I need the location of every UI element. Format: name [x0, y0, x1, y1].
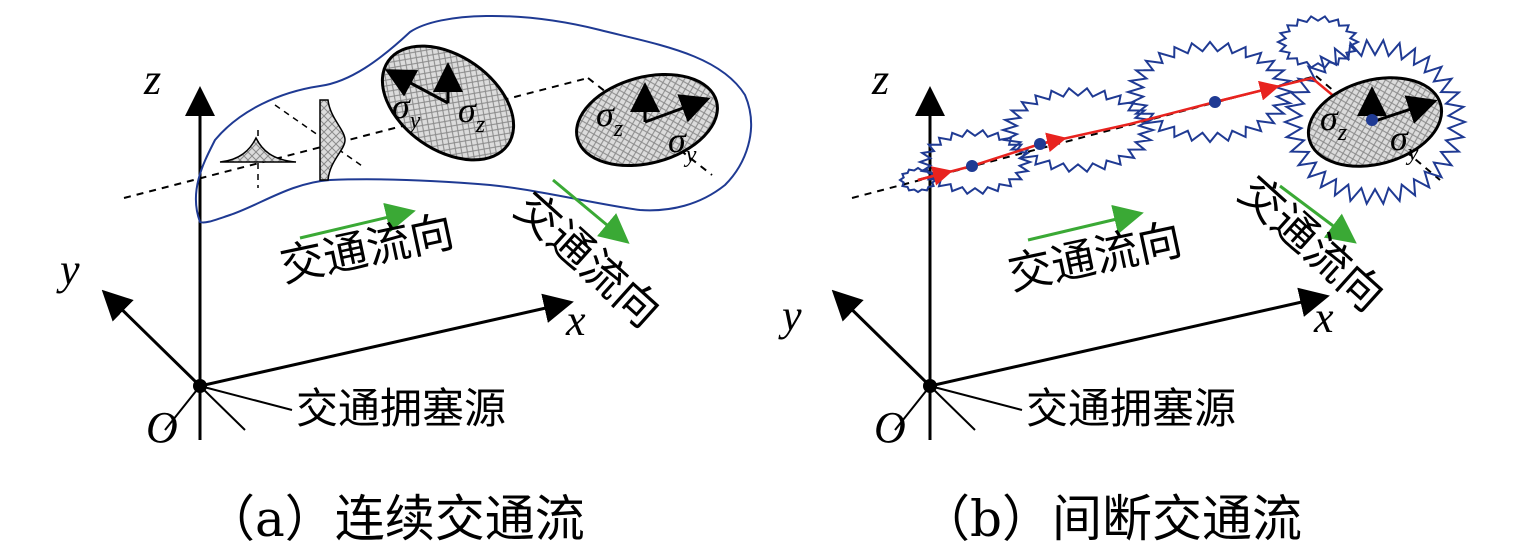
panel-a: σy σz σz σy z y x O 交通拥塞源 交通流向 交通流向 （a）连…	[56, 14, 753, 548]
x-axis-a	[199, 293, 574, 388]
flow-label-1-a: 交通流向	[276, 206, 459, 292]
y-axis-a	[101, 289, 202, 388]
x-axis-b	[929, 287, 1330, 388]
caption-a: （a）连续交通流	[205, 490, 585, 548]
gauss-z-a	[319, 99, 346, 181]
flow-arrow-1-a	[299, 202, 416, 240]
flow-arrow-2-a	[552, 178, 630, 244]
dispersion-ellipse-1-a	[380, 44, 516, 162]
sigma-label-1a: σy	[392, 86, 421, 134]
panel-b: σz σy z y x O 交通拥塞源 交通流向 交通流向 （b）间断交通流	[778, 15, 1468, 548]
sigma-label-1b: σz	[458, 90, 486, 138]
caption-b: （b）间断交通流	[920, 490, 1302, 548]
sigma-label-b1: σz	[1320, 98, 1348, 146]
sigma-label-b2: σy	[1390, 118, 1419, 166]
source-rays-b	[894, 385, 1023, 431]
sigma-label-2a: σz	[596, 94, 624, 142]
source-label-a: 交通拥塞源	[296, 384, 506, 433]
axis-label-x-a: x	[565, 296, 586, 345]
puff-outlines-b	[898, 15, 1468, 207]
flow-arrow-1-b	[1027, 204, 1144, 242]
axis-label-z-b: z	[871, 55, 889, 104]
puff-outline-0	[898, 166, 938, 194]
axis-label-x-b: x	[1313, 293, 1334, 342]
plume-outline-a	[194, 14, 753, 224]
source-label-b: 交通拥塞源	[1026, 384, 1236, 433]
flow-label-2-a: 交通流向	[505, 182, 670, 338]
puff-outline-3	[1124, 40, 1296, 144]
puff-outline-1	[917, 128, 1033, 196]
axis-label-z-a: z	[143, 55, 161, 104]
axis-label-y-b: y	[778, 291, 802, 340]
origin-dot-b	[923, 379, 937, 393]
puff-outline-4	[1275, 15, 1361, 69]
flow-arrow-2-b	[1279, 184, 1357, 244]
origin-label-a: O	[146, 403, 178, 452]
sigma-label-2b: σy	[668, 120, 697, 168]
puff-centers-b	[966, 96, 1378, 172]
flow-label-1-b: 交通流向	[1004, 214, 1187, 300]
y-axis-b	[831, 289, 932, 388]
source-rays-a	[164, 385, 293, 431]
puff-outline-2	[999, 86, 1157, 174]
centerline-a	[123, 77, 589, 199]
origin-dot-a	[193, 379, 207, 393]
puff-outline-5	[1282, 37, 1468, 207]
gauss-y-a	[219, 136, 297, 163]
origin-label-b: O	[874, 403, 906, 452]
axis-label-y-a: y	[56, 245, 80, 294]
